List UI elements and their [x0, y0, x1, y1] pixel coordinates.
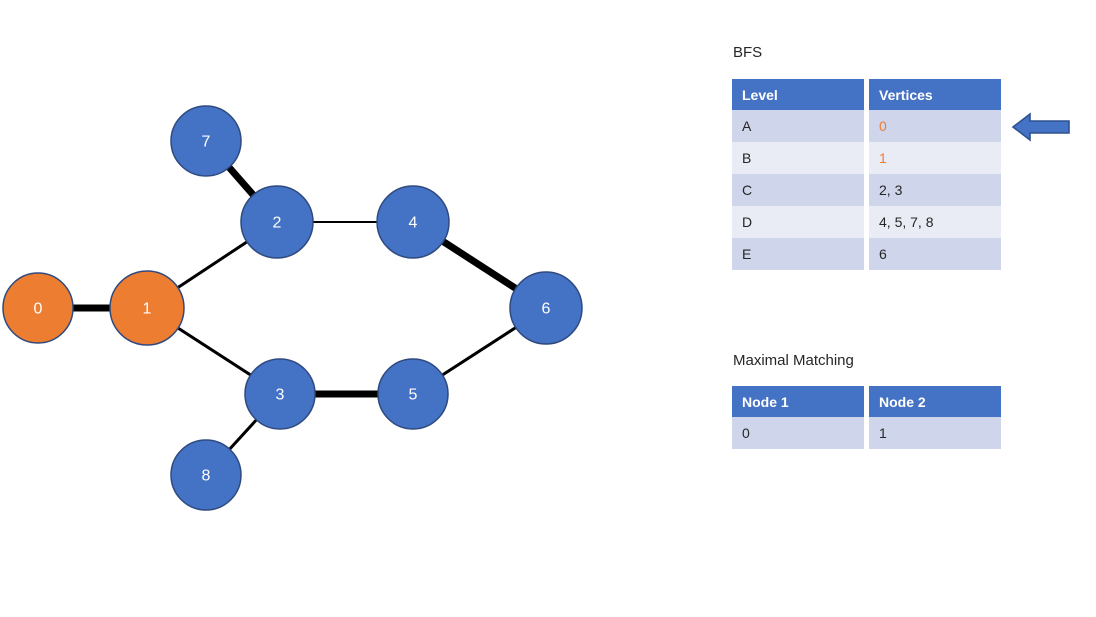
bfs-cell-gap [864, 142, 869, 174]
bfs-header-level: Level [732, 79, 864, 110]
matching-table-header-row: Node 1 Node 2 [732, 386, 1001, 417]
bfs-cell-vertices: 0 [869, 110, 1001, 142]
graph-node-8[interactable]: 8 [170, 439, 242, 511]
maximal-matching-title: Maximal Matching [733, 352, 854, 369]
bfs-cell-gap [864, 206, 869, 238]
bfs-cell-level: A [732, 110, 864, 142]
bfs-table-header-row: Level Vertices [732, 79, 1001, 110]
graph-canvas: 0 1 2 3 4 5 6 7 8 [2, 105, 583, 511]
graph-node-label-7: 7 [202, 134, 211, 151]
bfs-cell-vertices: 1 [869, 142, 1001, 174]
graph-node-label-2: 2 [273, 215, 282, 232]
graph-node-label-4: 4 [409, 215, 418, 232]
graph-node-circle-6 [509, 271, 583, 345]
graph-node-label-0: 0 [34, 301, 43, 318]
graph-node-circle-8 [170, 439, 242, 511]
left-arrow-icon [1011, 112, 1070, 142]
graph-node-5[interactable]: 5 [377, 358, 449, 430]
graph-node-3[interactable]: 3 [244, 358, 316, 430]
graph-node-circle-3 [244, 358, 316, 430]
graph-node-label-1: 1 [143, 301, 152, 318]
graph-node-circle-1 [109, 270, 185, 346]
graph-diagram: 0 1 2 3 4 5 6 7 8 [2, 105, 583, 511]
graph-node-label-5: 5 [409, 387, 418, 404]
graph-node-layer: 0 1 2 3 4 5 6 7 8 [2, 105, 583, 511]
bfs-cell-level: D [732, 206, 864, 238]
graph-node-circle-0 [2, 272, 74, 344]
graph-node-circle-7 [170, 105, 242, 177]
matching-column-gap [864, 386, 869, 417]
bfs-cell-level: C [732, 174, 864, 206]
bfs-cell-level: E [732, 238, 864, 270]
graph-node-circle-5 [377, 358, 449, 430]
graph-node-4[interactable]: 4 [376, 185, 450, 259]
bfs-cell-vertices: 6 [869, 238, 1001, 270]
bfs-cell-gap [864, 174, 869, 206]
left-arrow-shape [1011, 112, 1070, 142]
bfs-cell-vertices: 2, 3 [869, 174, 1001, 206]
bfs-title: BFS [733, 44, 763, 61]
bfs-cell-gap [864, 110, 869, 142]
graph-node-1[interactable]: 1 [109, 270, 185, 346]
bfs-cell-vertices: 4, 5, 7, 8 [869, 206, 1001, 238]
graph-node-label-8: 8 [202, 468, 211, 485]
graph-node-6[interactable]: 6 [509, 271, 583, 345]
bfs-header-vertices: Vertices [869, 79, 1001, 110]
graph-node-circle-4 [376, 185, 450, 259]
matching-header-node2: Node 2 [869, 386, 1001, 417]
bfs-cell-gap [864, 238, 869, 270]
matching-header-node1: Node 1 [732, 386, 864, 417]
matching-cell-node1: 0 [732, 417, 864, 449]
graph-node-label-3: 3 [276, 387, 285, 404]
bfs-cell-level: B [732, 142, 864, 174]
graph-node-circle-2 [240, 185, 314, 259]
matching-cell-node2: 1 [869, 417, 1001, 449]
bfs-column-gap [864, 79, 869, 110]
graph-node-2[interactable]: 2 [240, 185, 314, 259]
graph-node-label-6: 6 [542, 301, 551, 318]
graph-node-7[interactable]: 7 [170, 105, 242, 177]
matching-cell-gap [864, 417, 869, 449]
graph-node-0[interactable]: 0 [2, 272, 74, 344]
